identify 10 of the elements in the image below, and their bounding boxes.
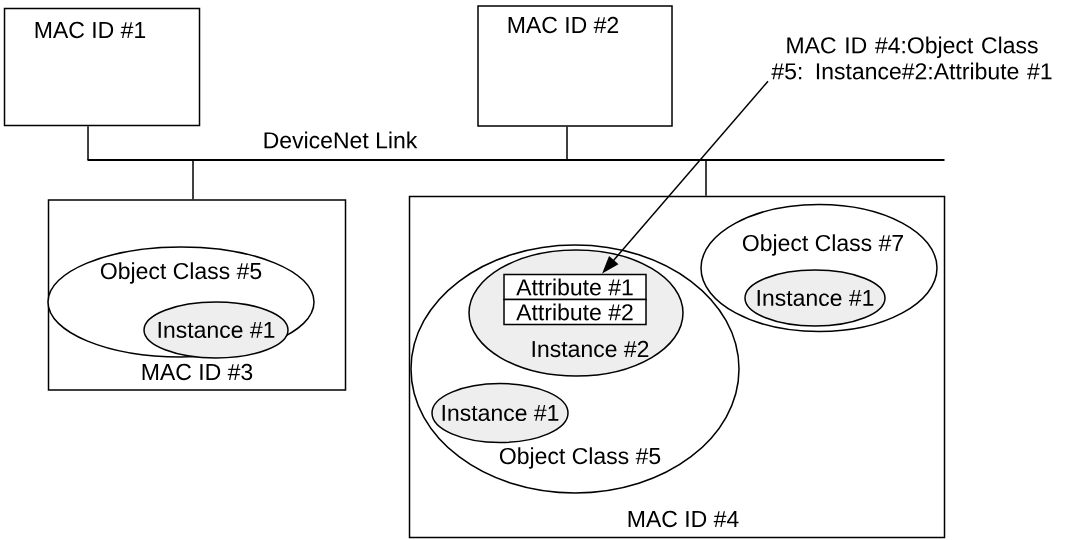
drop-line (705, 159, 707, 197)
bus-label: DeviceNet Link (264, 131, 418, 149)
attribute-cell: Attribute #2 (503, 298, 647, 326)
drop-line (87, 125, 89, 161)
drop-line (566, 126, 568, 161)
device-box: MAC ID #1 (3, 7, 201, 127)
attribute-cell: Attribute #1 (503, 273, 647, 301)
drop-line (192, 159, 194, 200)
callout-text: MAC ID #4:Object Class #5: Instance#2:Attribute #1 (771, 36, 1052, 80)
device-box: MAC ID #2 (477, 5, 673, 127)
